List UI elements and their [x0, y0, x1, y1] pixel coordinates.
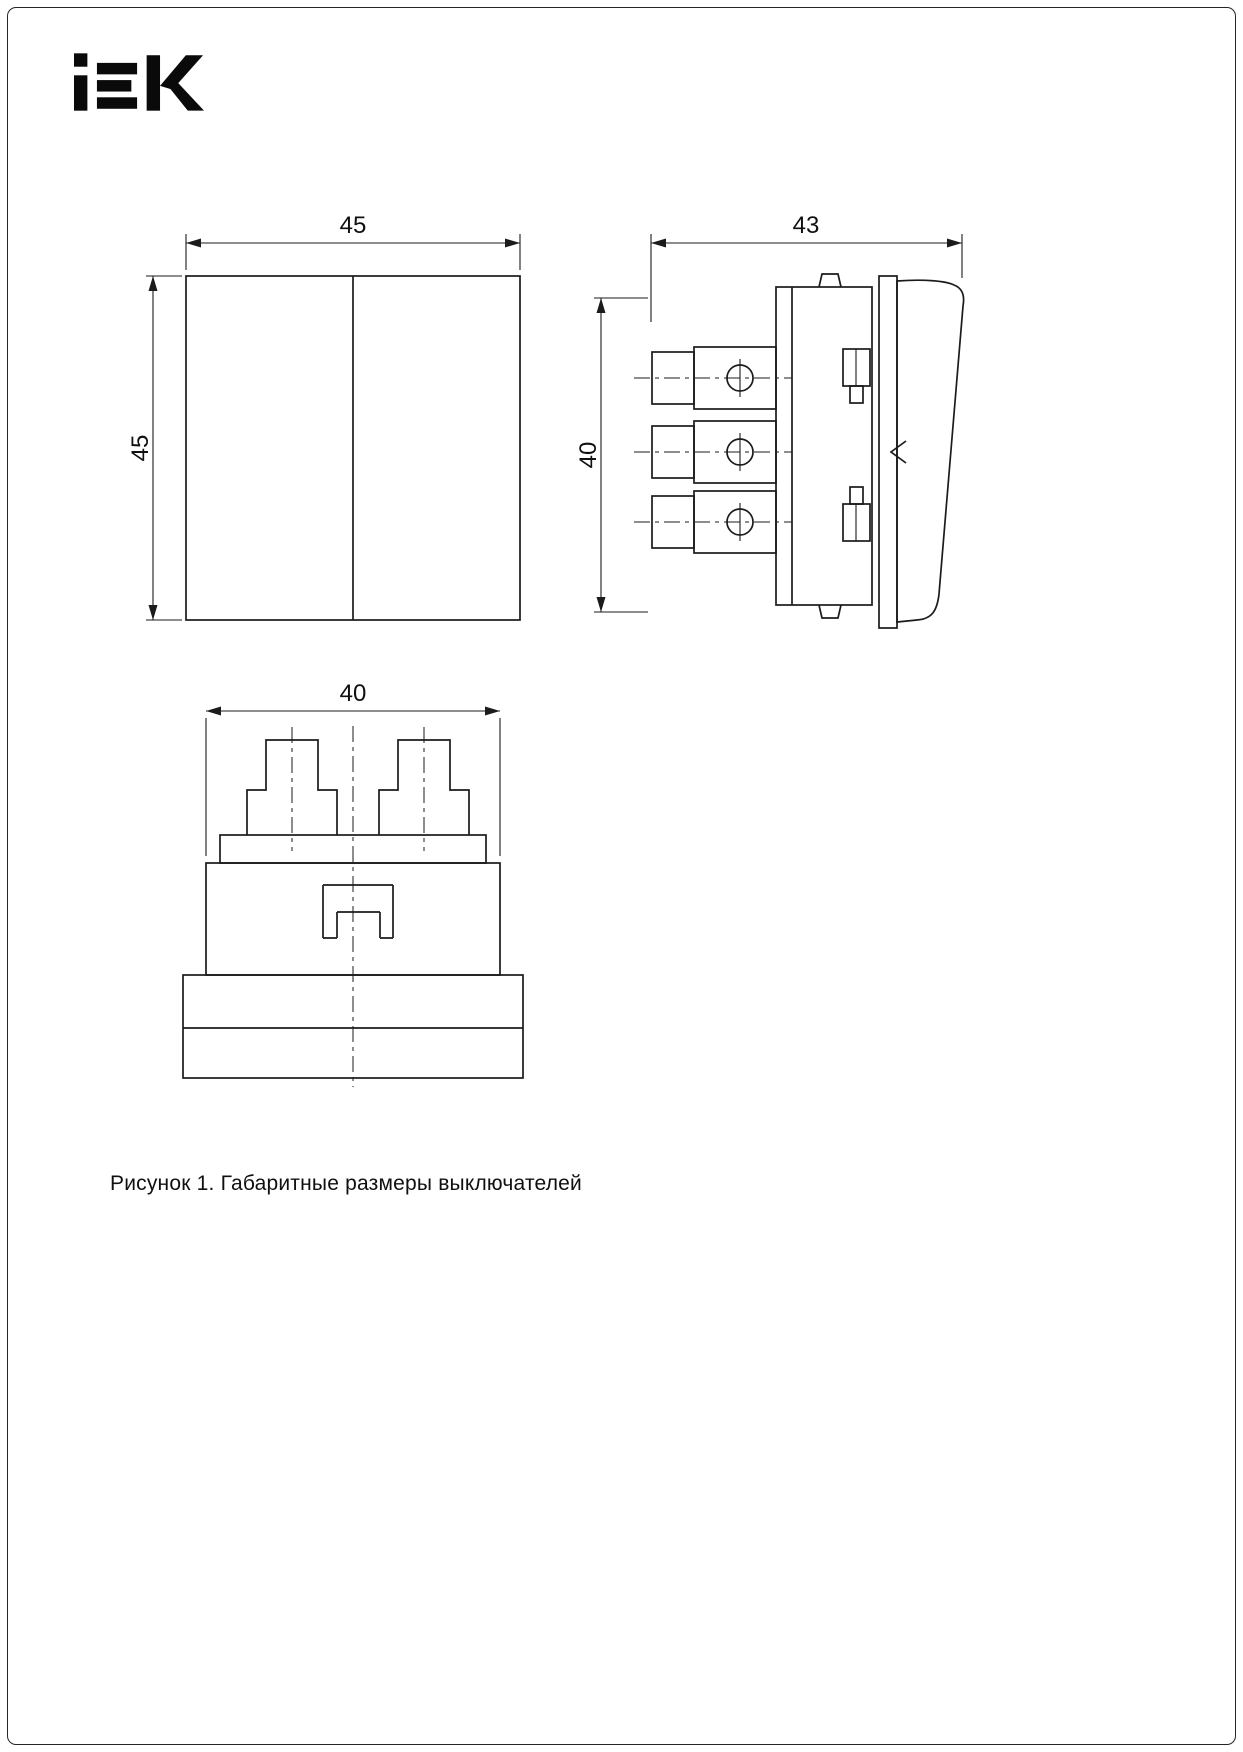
- screw-tip: [849, 486, 864, 505]
- side-top-clip: [818, 273, 842, 288]
- side-lower-screw: [842, 486, 871, 542]
- arrowhead-down: [148, 605, 158, 620]
- side-depth-extension-lines: [650, 234, 963, 322]
- bottom-width-label: 40: [340, 680, 367, 707]
- logo-e-bar-top: [96, 62, 138, 75]
- logo-i-dot: [74, 53, 88, 67]
- logo-e-bar-mid: [96, 80, 132, 92]
- side-bottom-clip: [818, 604, 842, 619]
- figure-caption: Рисунок 1. Габаритные размеры выключател…: [110, 1172, 582, 1195]
- logo-k-upper-arm: [160, 55, 204, 90]
- logo-k-stem: [146, 55, 161, 111]
- side-view: 43 40: [575, 212, 965, 629]
- side-upper-screw: [842, 348, 871, 404]
- front-width-extension-lines: [185, 234, 521, 270]
- logo-letter-k: [146, 55, 204, 111]
- logo-k-lower-arm: [164, 82, 204, 111]
- iek-logo-graphic: [74, 53, 204, 111]
- rocker-pivot-notch: [889, 440, 907, 464]
- bottom-mounting-bracket: [322, 884, 394, 939]
- arrowhead-up: [596, 298, 606, 313]
- arrowhead-down: [596, 597, 606, 612]
- front-width-label: 45: [340, 212, 367, 239]
- arrowhead-right: [947, 238, 962, 248]
- iek-logo: [74, 52, 204, 112]
- arrowhead-left: [651, 238, 666, 248]
- side-height-label: 40: [575, 442, 602, 469]
- screw-tip: [849, 385, 864, 404]
- side-body-outline: [775, 286, 873, 606]
- arrowhead-left: [206, 706, 221, 716]
- arrowhead-right: [485, 706, 500, 716]
- logo-letter-i: [74, 53, 88, 111]
- bottom-view: 40: [182, 680, 524, 1087]
- front-height-extension-lines: [146, 275, 182, 621]
- bottom-width-extension-lines: [205, 718, 501, 856]
- arrowhead-right: [505, 238, 520, 248]
- side-depth-label: 43: [793, 212, 820, 239]
- arrowhead-up: [148, 276, 158, 291]
- logo-letter-e: [96, 62, 138, 109]
- side-height-extension-lines: [594, 297, 648, 613]
- logo-e-bar-bottom: [96, 97, 138, 109]
- side-support-plate: [878, 275, 898, 629]
- arrowhead-left: [186, 238, 201, 248]
- front-view: 45 45: [127, 212, 521, 621]
- side-rocker-key: [896, 279, 965, 623]
- front-height-label: 45: [127, 435, 154, 462]
- logo-i-stem: [74, 75, 88, 111]
